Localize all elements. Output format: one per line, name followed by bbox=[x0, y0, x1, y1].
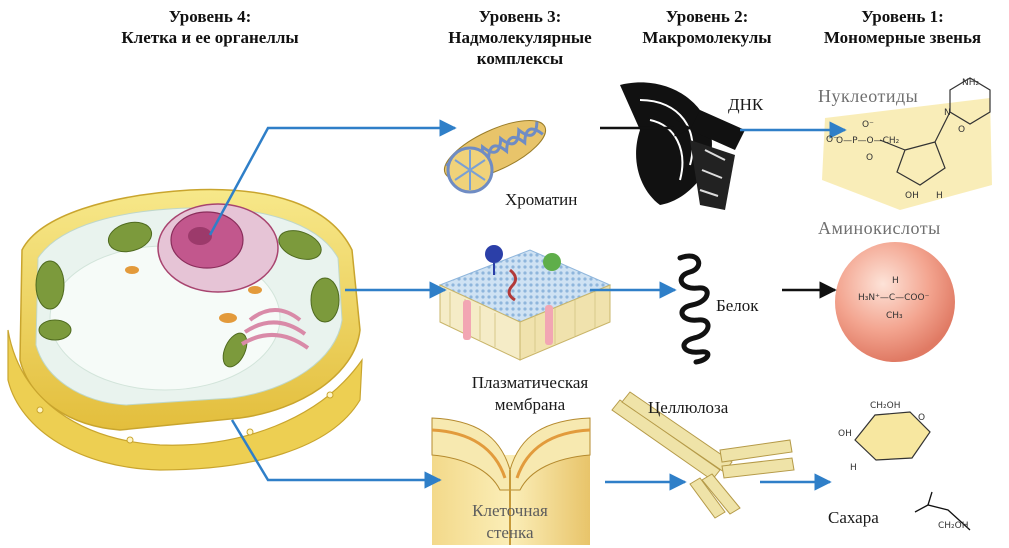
sugar-small-ch2oh: CH₂OH bbox=[938, 521, 969, 531]
nuc-nh2: NH₂ bbox=[962, 78, 980, 88]
header-level-2-desc: Макромолекулы bbox=[642, 28, 772, 47]
aa-h-top: H bbox=[892, 276, 899, 286]
nuc-o-minus: O⁻ bbox=[862, 120, 874, 130]
nuc-o-bottom: O bbox=[866, 153, 873, 163]
label-cell-wall-line-1: Клеточная bbox=[472, 501, 548, 520]
header-level-1-title: Уровень 1: bbox=[861, 7, 944, 26]
nuc-h: H bbox=[936, 191, 943, 201]
cellulose-illustration bbox=[611, 391, 795, 519]
nuc-n: N bbox=[944, 108, 951, 118]
label-protein: Белок bbox=[716, 296, 759, 315]
nuc-o-ring: O bbox=[958, 125, 965, 135]
label-plasma-membrane: Плазматическая мембрана bbox=[440, 372, 620, 416]
nuc-oh: OH bbox=[905, 191, 919, 201]
header-level-3-desc-line-1: Надмолекулярные bbox=[448, 28, 592, 47]
header-level-4: Уровень 4: Клетка и ее органеллы bbox=[95, 6, 325, 48]
arrow-cell-to-cell-wall bbox=[230, 419, 442, 489]
nucleotide-structure bbox=[822, 77, 992, 210]
label-nucleotides: Нуклеотиды bbox=[818, 86, 919, 106]
label-cell-wall: Клеточная стенка bbox=[440, 500, 580, 544]
header-level-2-title: Уровень 2: bbox=[665, 7, 749, 26]
header-level-3-title: Уровень 3: bbox=[478, 7, 562, 26]
sugar-o: O bbox=[918, 413, 925, 423]
header-level-1: Уровень 1: Мономерные звенья bbox=[800, 6, 1005, 48]
sugar-structure bbox=[854, 411, 971, 531]
label-dna: ДНК bbox=[728, 95, 764, 114]
flow-arrows bbox=[208, 119, 847, 491]
sugar-h: H bbox=[850, 463, 857, 473]
header-level-2: Уровень 2: Макромолекулы bbox=[622, 6, 792, 48]
dna-illustration bbox=[620, 82, 745, 210]
chem-labels: O⁻ O—P—O—CH₂ O O⁻ NH₂ N O OH H H H₃N⁺—C—… bbox=[826, 78, 980, 531]
label-cell-wall-line-2: стенка bbox=[486, 523, 534, 542]
header-level-1-desc: Мономерные звенья bbox=[823, 28, 982, 47]
plasma-membrane-illustration bbox=[438, 245, 612, 361]
cell-wall-illustration bbox=[431, 417, 591, 545]
plant-cell bbox=[7, 188, 363, 471]
header-level-3-desc-line-2: комплексы bbox=[476, 49, 564, 68]
label-sugars: Сахара bbox=[828, 508, 879, 527]
nuc-phosphate: O—P—O—CH₂ bbox=[836, 136, 900, 146]
label-amino-acids: Аминокислоты bbox=[818, 218, 941, 238]
chromatin-illustration bbox=[443, 120, 547, 194]
sugar-ch2oh: CH₂OH bbox=[870, 401, 901, 411]
nuc-o-left: O⁻ bbox=[826, 135, 838, 145]
header-level-4-desc: Клетка и ее органеллы bbox=[121, 28, 299, 47]
aa-core: H₃N⁺—C—COO⁻ bbox=[858, 293, 930, 303]
label-cellulose: Целлюлоза bbox=[648, 398, 729, 417]
header-level-4-title: Уровень 4: bbox=[168, 7, 252, 26]
aa-ch3: CH₃ bbox=[886, 311, 903, 321]
label-plasma-membrane-line-1: Плазматическая bbox=[471, 373, 589, 392]
label-plasma-membrane-line-2: мембрана bbox=[494, 395, 566, 414]
header-level-3: Уровень 3: Надмолекулярные комплексы bbox=[420, 6, 620, 69]
amino-acid-sphere bbox=[835, 242, 955, 362]
sugar-oh: OH bbox=[838, 429, 852, 439]
protein-illustration bbox=[677, 253, 711, 365]
arrow-cell-to-chromatin bbox=[208, 119, 457, 236]
label-chromatin: Хроматин bbox=[505, 190, 578, 209]
